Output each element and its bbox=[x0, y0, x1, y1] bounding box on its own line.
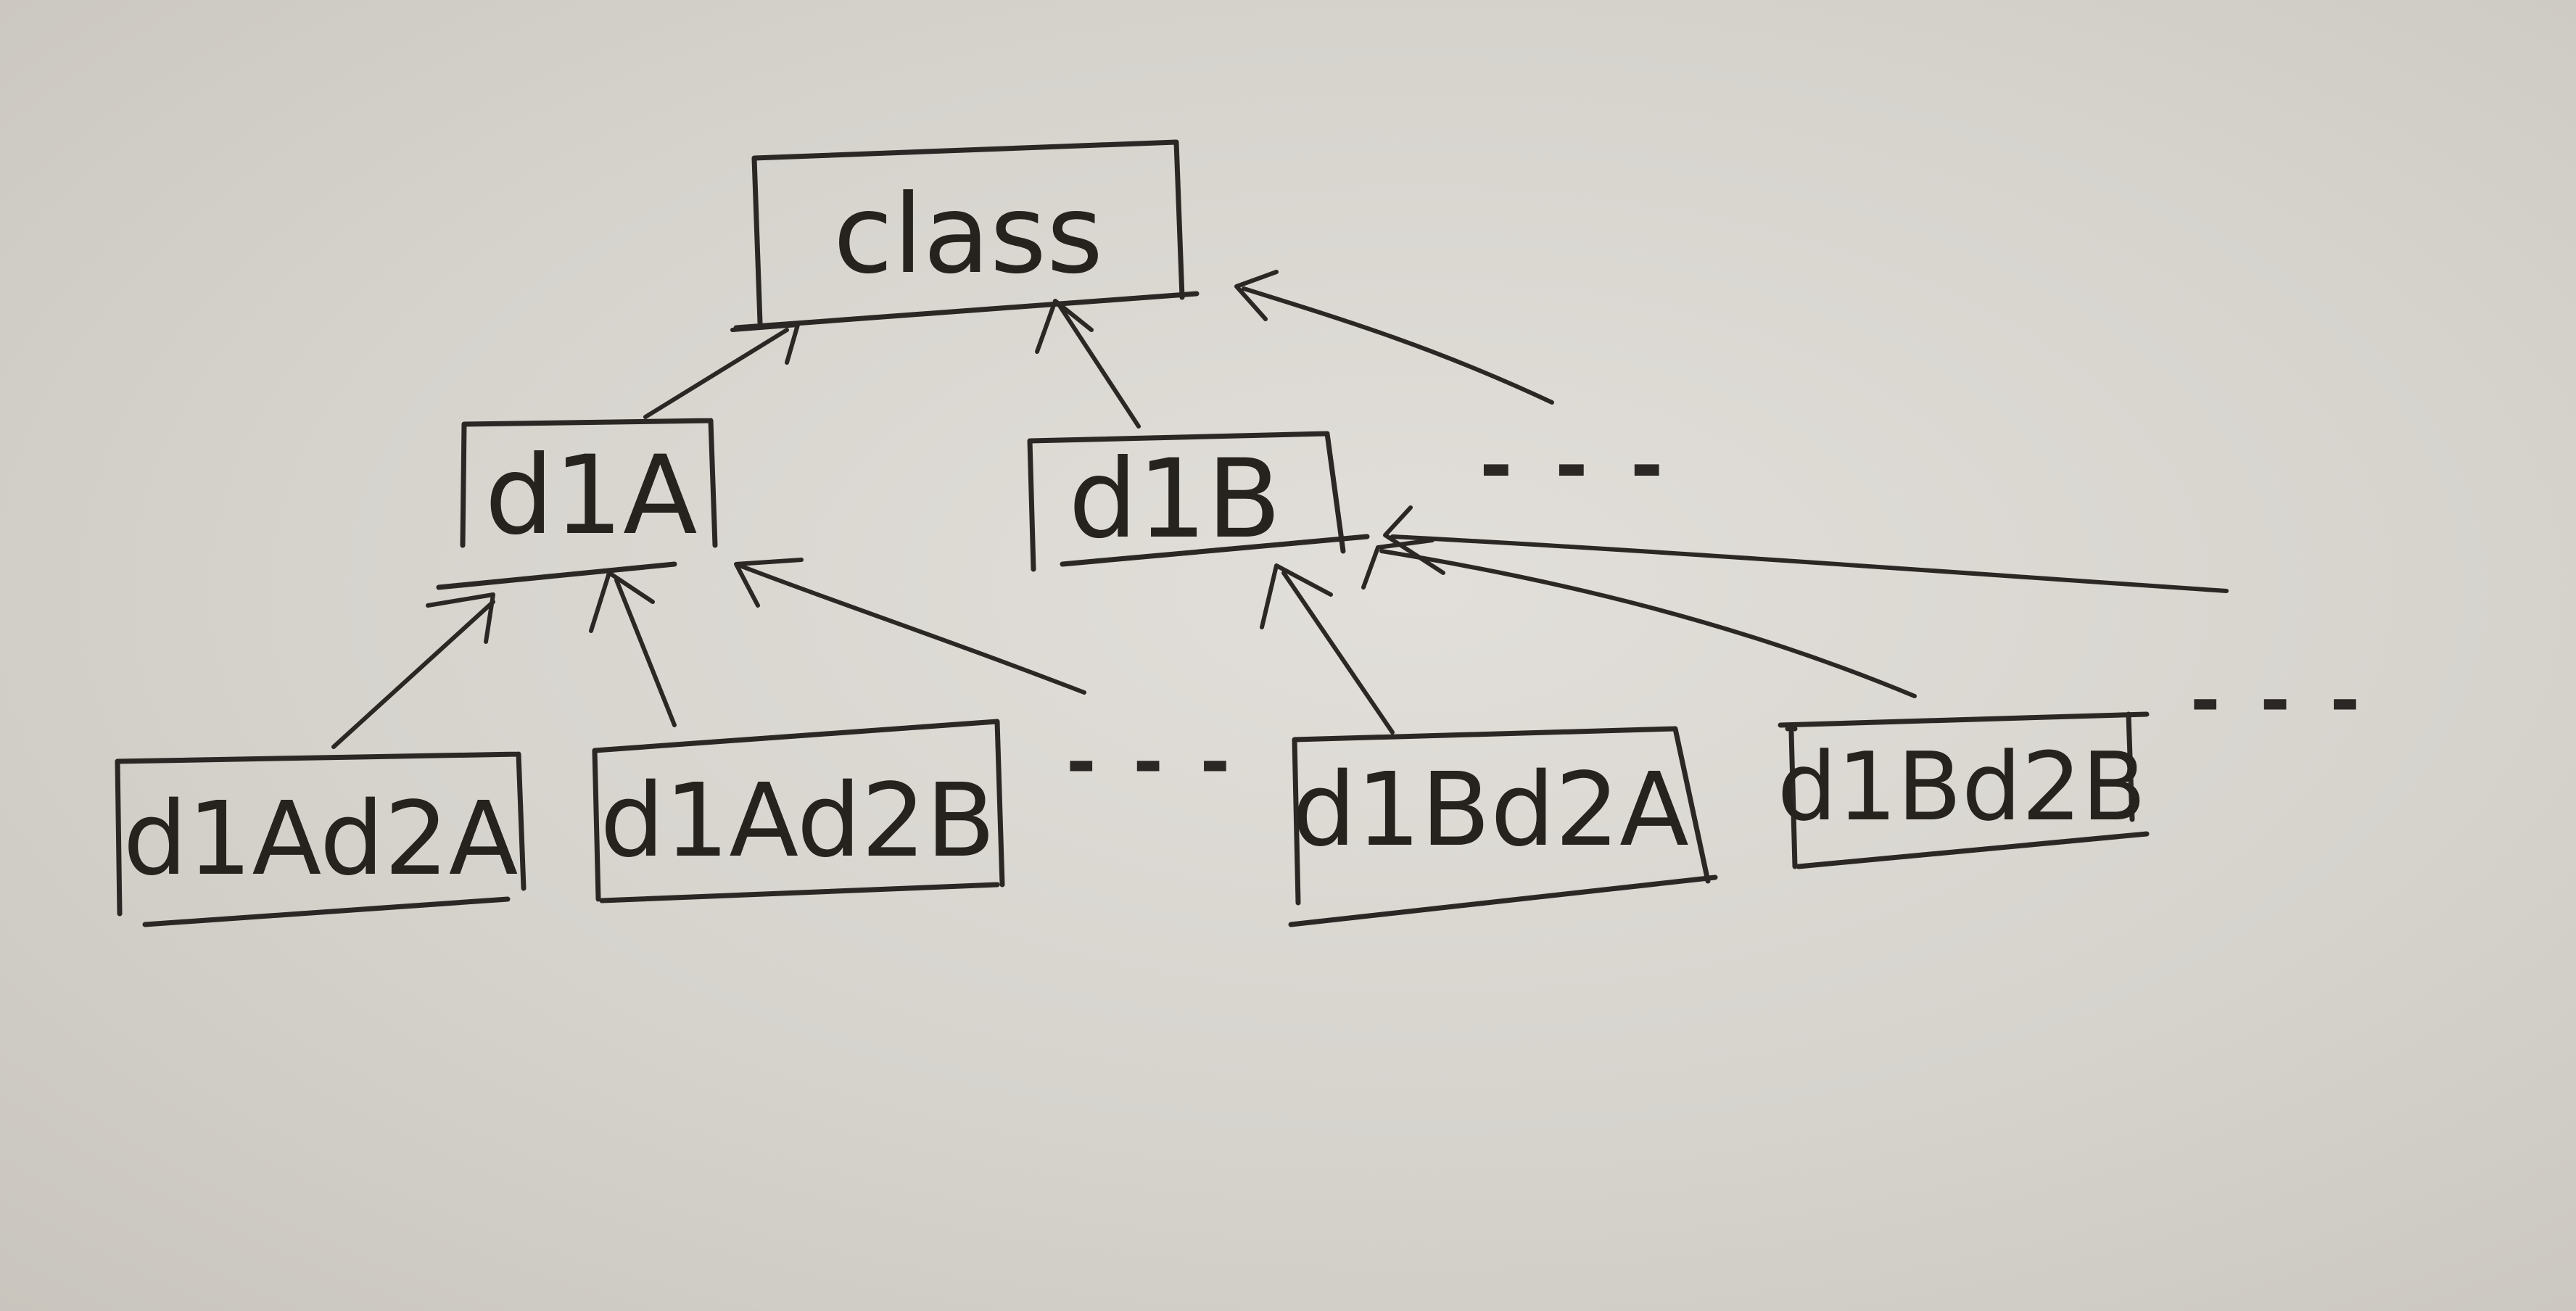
node-d1Bd2B: d1Bd2B bbox=[1778, 711, 2150, 869]
node-class: class bbox=[733, 139, 1200, 331]
edge-more-to-class bbox=[1234, 270, 1554, 405]
node-d1A: d1A bbox=[436, 418, 718, 590]
node-d1Ad2A-label: d1Ad2A bbox=[123, 780, 519, 898]
node-class-label: class bbox=[833, 172, 1103, 298]
ellipsis-level1: - - - bbox=[1479, 419, 1671, 512]
node-d1A-label: d1A bbox=[484, 433, 697, 559]
node-d1Bd2B-label: d1Bd2B bbox=[1778, 732, 2147, 842]
edge-d1B-to-class bbox=[1035, 299, 1141, 429]
node-d1Bd2A: d1Bd2A bbox=[1288, 726, 1718, 927]
edge-more-to-d1B bbox=[1383, 505, 2229, 593]
edge-d1Bd2B-to-d1B bbox=[1361, 538, 1917, 698]
ellipsis-level2-right: - - - bbox=[2190, 658, 2367, 743]
edge-d1A-to-class bbox=[643, 323, 800, 419]
ellipsis-level2-left: - - - bbox=[1066, 719, 1236, 804]
edge-d1Ad2A-to-d1A bbox=[331, 592, 495, 749]
edge-d1Ad2B-to-d1A bbox=[589, 571, 677, 727]
edge-more-to-d1A bbox=[734, 558, 1086, 695]
node-d1B: d1B bbox=[1027, 431, 1370, 572]
edge-d1Bd2A-to-d1B bbox=[1260, 563, 1395, 735]
node-d1Ad2A: d1Ad2A bbox=[115, 751, 527, 927]
node-d1B-label: d1B bbox=[1068, 437, 1281, 563]
node-d1Ad2B-label: d1Ad2B bbox=[600, 762, 995, 880]
node-d1Ad2B: d1Ad2B bbox=[592, 719, 1005, 903]
node-d1Bd2A-label: d1Bd2A bbox=[1292, 751, 1689, 869]
